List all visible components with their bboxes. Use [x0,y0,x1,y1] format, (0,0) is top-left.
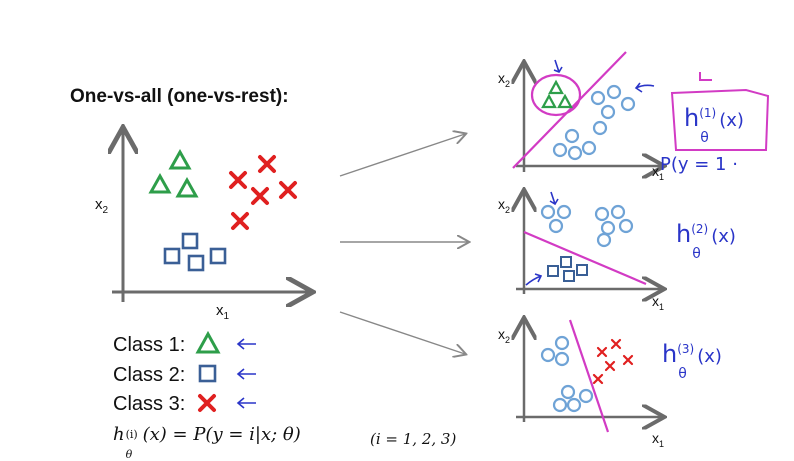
sub2-rest-points [540,204,634,248]
sub2-pointer-arrow-2 [549,191,559,206]
x-marker [258,155,276,173]
main-x-label: x1 [216,302,230,322]
subplot-1 [512,51,770,172]
x-marker [279,181,297,199]
x-marker [251,187,269,205]
sub2-x-label: x1 [652,293,665,312]
class2-points [163,232,227,272]
arrow-to-subplot-1 [339,134,465,177]
class-3-row: Class 3: [113,393,186,415]
h1-highlight-tick [699,72,712,81]
triangle-marker [175,176,199,198]
class-1-row: Class 1: [113,334,186,356]
formula-index-range: (i = 1, 2, 3) [370,430,457,448]
subplot-3 [516,319,662,433]
class-2-row: Class 2: [113,364,186,386]
x-marker [229,171,247,189]
sub2-y-label: x2 [498,196,511,215]
sub2-class2-points [547,256,588,282]
square-marker [187,254,205,272]
class3-points [229,155,297,230]
sub3-class3-points [592,338,634,385]
sub2-pointer-arrow [525,273,543,286]
subplot-2 [516,192,662,294]
class1-points [148,148,199,198]
main-y-label: x2 [95,196,109,216]
square-marker [181,232,199,250]
main-plot [112,130,310,302]
sub3-x-label: x1 [652,430,665,449]
sub2-decision-boundary [523,230,647,286]
sub1-decision-boundary [512,51,627,169]
hypothesis-formula: h(i)θ(x) = P(y = i|x; θ) [113,424,301,461]
triangle-marker [168,148,192,170]
triangle-marker [557,93,573,109]
triangle-marker [148,172,172,194]
sub1-y-label: x2 [498,70,511,89]
sub1-class1-circle [530,73,582,117]
sub3-y-label: x2 [498,326,511,345]
sub3-rest-points [540,335,594,413]
sub1-pointer-arrow [553,59,563,73]
h2-annotation: h(2)θ(x) [676,220,736,262]
h1-annotation: h(1)θ(x) [684,104,744,146]
sub1-rest-points [552,84,636,161]
x-marker [231,212,249,230]
sub1-pointer-arrow-2 [634,82,655,93]
h3-annotation: h(3)θ(x) [662,340,722,382]
sub1-x-label: x1 [652,163,665,182]
h1-highlight-box [670,88,770,151]
square-marker [209,247,227,265]
sub3-decision-boundary [568,319,610,433]
triangle-marker [541,93,557,109]
probability-annotation: P(y = 1 · [660,154,738,175]
arrow-to-subplot-3 [339,311,465,354]
page-title: One-vs-all (one-vs-rest): [70,86,289,107]
triangle-marker [548,79,564,95]
square-marker [163,247,181,265]
